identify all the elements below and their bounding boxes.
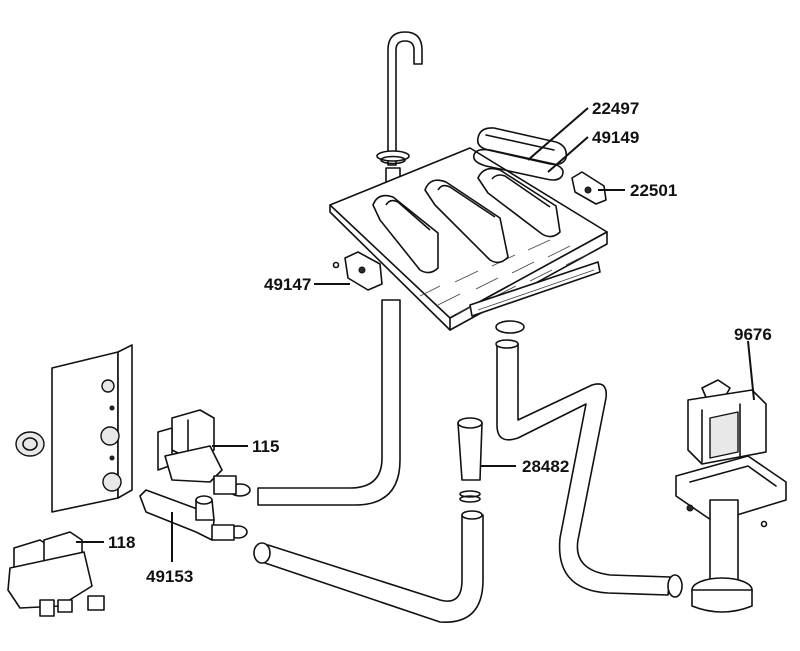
part-115-valve — [157, 409, 251, 497]
label-118: 118 — [108, 533, 135, 552]
drain-hose — [495, 320, 683, 598]
part-49147 — [332, 251, 383, 291]
part-28482 — [457, 417, 483, 503]
label-49147: 49147 — [264, 275, 311, 294]
label-49153: 49153 — [146, 567, 193, 586]
part-49149 — [472, 148, 564, 181]
label-115: 115 — [252, 437, 279, 456]
part-9676-pump — [675, 379, 787, 613]
label-22497: 22497 — [592, 99, 639, 118]
part-22497 — [476, 127, 568, 166]
part-118-valve — [7, 531, 105, 617]
part-22501 — [571, 171, 607, 205]
hook-tube — [376, 31, 423, 183]
left-hose — [257, 299, 401, 506]
label-22501: 22501 — [630, 181, 677, 200]
part-49153-connector — [139, 489, 248, 541]
label-9676: 9676 — [734, 325, 772, 344]
label-28482: 28482 — [522, 457, 569, 476]
lower-hose — [253, 510, 484, 623]
distributor-tray — [329, 147, 608, 331]
mounting-bracket — [15, 344, 133, 513]
label-49149: 49149 — [592, 128, 639, 147]
